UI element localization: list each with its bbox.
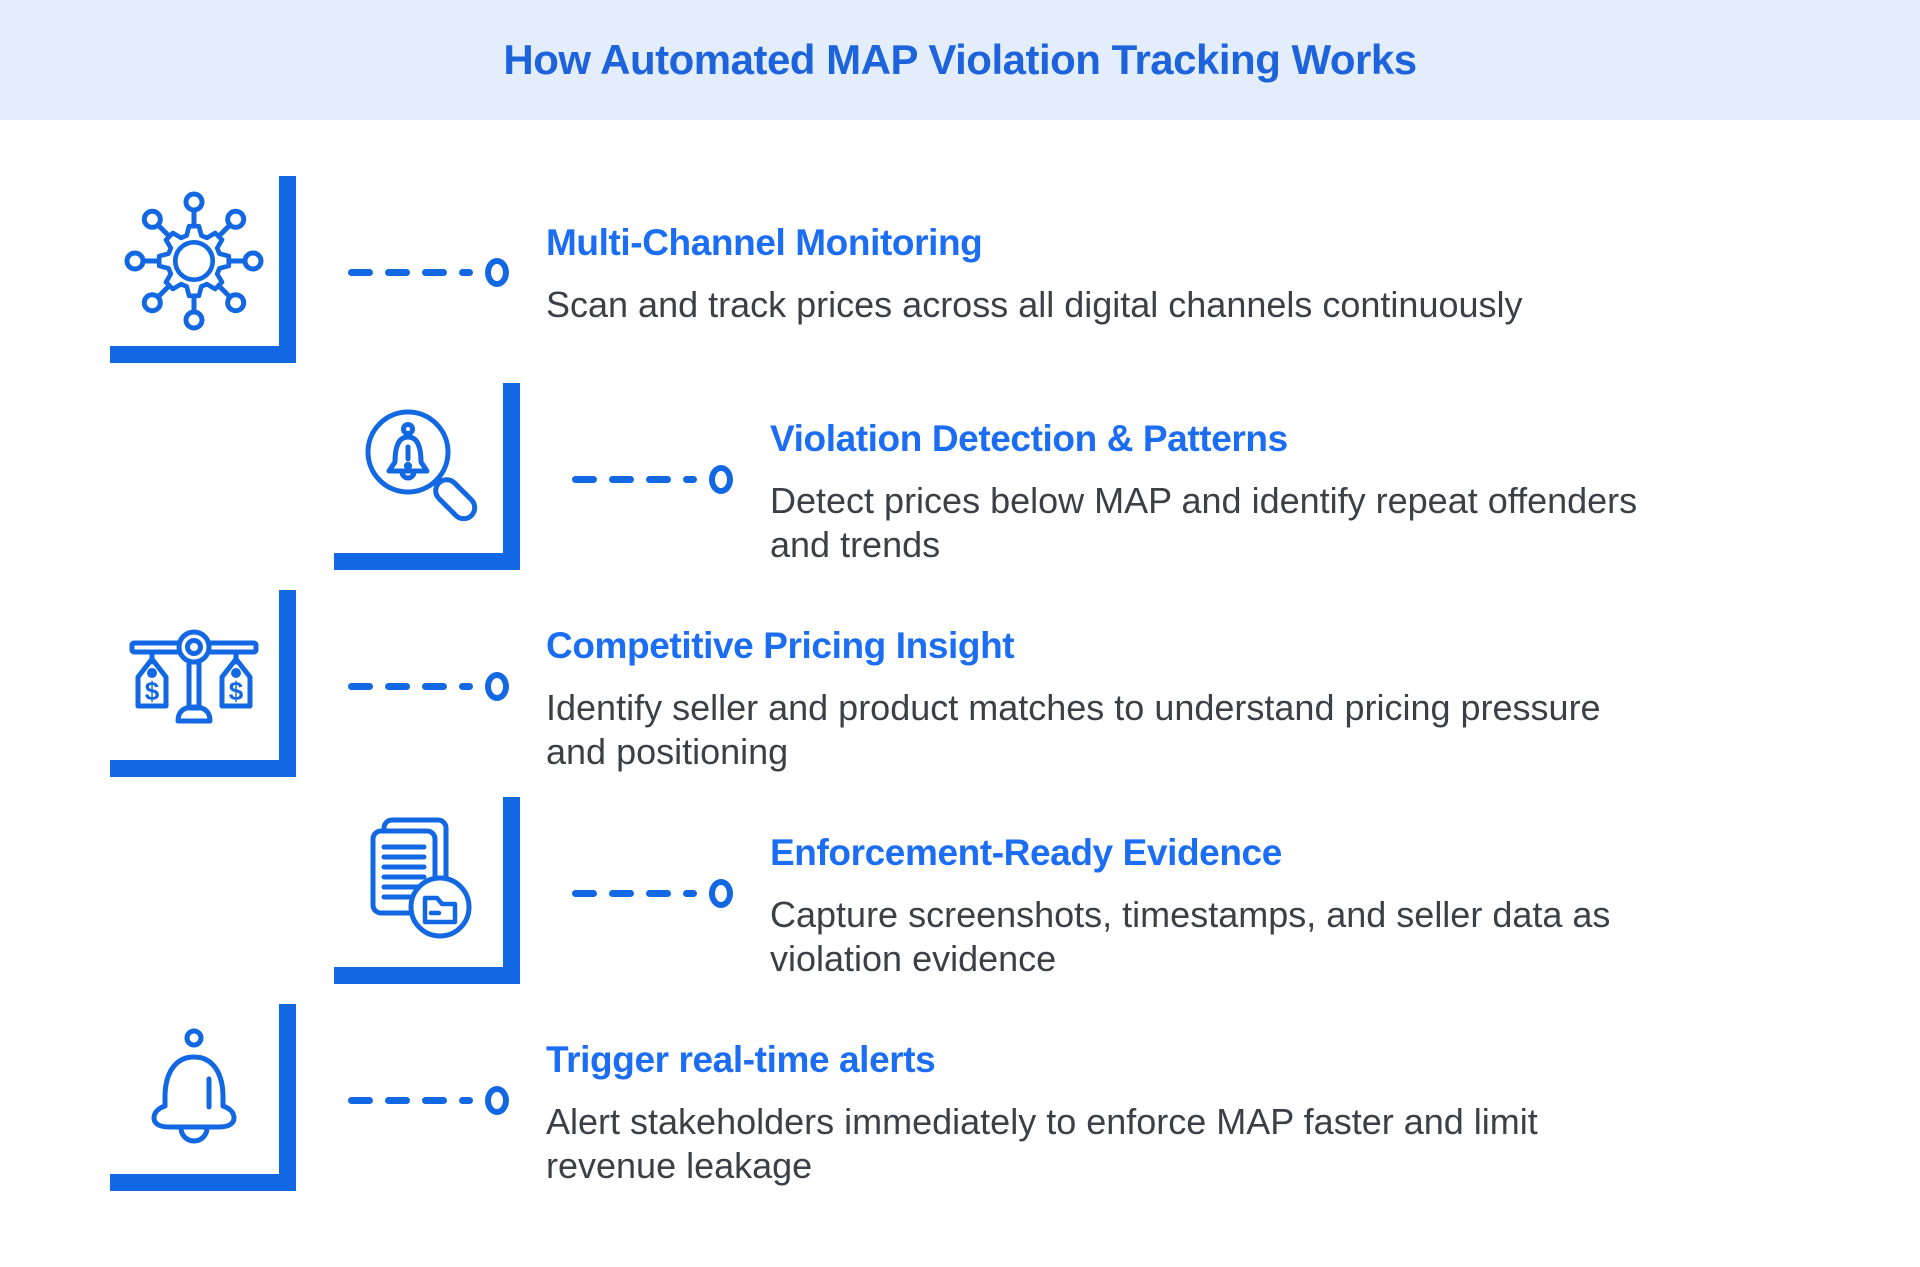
- connector-node: [485, 257, 509, 287]
- step-heading: Trigger real-time alerts: [546, 1039, 936, 1080]
- connector-dash: [683, 889, 697, 897]
- step-row-2: Violation Detection & Patterns Detect pr…: [0, 383, 1920, 573]
- page-title: How Automated MAP Violation Tracking Wor…: [503, 36, 1417, 83]
- connector-dash: [459, 268, 473, 276]
- step-text: Multi-Channel Monitoring Scan and track …: [546, 220, 1696, 327]
- bracket-vertical-bar: [503, 383, 520, 570]
- step-text: Competitive Pricing Insight Identify sel…: [546, 623, 1696, 774]
- bell-alert-icon: [124, 1019, 264, 1159]
- step-description: Capture screenshots, timestamps, and sel…: [770, 894, 1611, 979]
- bracket-bottom-bar: [334, 553, 520, 570]
- violation-magnifier-icon: [348, 398, 488, 538]
- connector-dash: [348, 268, 373, 276]
- connector-dash: [459, 1096, 473, 1104]
- connector-dash: [609, 475, 634, 483]
- svg-text:$: $: [145, 676, 160, 706]
- dashed-connector: [348, 1085, 509, 1115]
- connector-node: [485, 1085, 509, 1115]
- header-banner: How Automated MAP Violation Tracking Wor…: [0, 0, 1920, 120]
- connector-node: [709, 878, 733, 908]
- step-row-5: Trigger real-time alerts Alert stakehold…: [0, 1004, 1920, 1194]
- step-heading: Enforcement-Ready Evidence: [770, 832, 1282, 873]
- dashed-connector: [572, 878, 733, 908]
- bracket-vertical-bar: [279, 176, 296, 363]
- bracket-bottom-bar: [110, 1174, 296, 1191]
- bracket-bottom-bar: [110, 346, 296, 363]
- connector-dash: [385, 268, 410, 276]
- step-heading: Multi-Channel Monitoring: [546, 222, 983, 263]
- icon-frame: [110, 1004, 296, 1191]
- connector-dash: [422, 682, 447, 690]
- connector-dash: [683, 475, 697, 483]
- bracket-vertical-bar: [279, 590, 296, 777]
- connector-dash: [609, 889, 634, 897]
- network-hub-icon: [124, 191, 264, 331]
- svg-text:$: $: [229, 676, 244, 706]
- connector-node: [485, 671, 509, 701]
- connector-dash: [348, 682, 373, 690]
- step-heading: Competitive Pricing Insight: [546, 625, 1015, 666]
- icon-frame: [334, 797, 520, 984]
- step-text: Trigger real-time alerts Alert stakehold…: [546, 1037, 1696, 1188]
- connector-dash: [348, 1096, 373, 1104]
- bracket-vertical-bar: [503, 797, 520, 984]
- bracket-bottom-bar: [110, 760, 296, 777]
- step-text: Violation Detection & Patterns Detect pr…: [770, 416, 1920, 567]
- connector-dash: [646, 475, 671, 483]
- connector-dash: [459, 682, 473, 690]
- documents-folder-icon: [348, 812, 488, 952]
- step-row-3: $ $ Competitive Pricing Insight Identify…: [0, 590, 1920, 780]
- step-description: Detect prices below MAP and identify rep…: [770, 480, 1638, 565]
- connector-dash: [572, 475, 597, 483]
- bracket-vertical-bar: [279, 1004, 296, 1191]
- connector-dash: [422, 1096, 447, 1104]
- step-row-4: Enforcement-Ready Evidence Capture scree…: [0, 797, 1920, 987]
- icon-frame: $ $: [110, 590, 296, 777]
- balance-scale-icon: $ $: [124, 605, 264, 745]
- dashed-connector: [348, 257, 509, 287]
- connector-dash: [385, 682, 410, 690]
- step-description: Alert stakeholders immediately to enforc…: [546, 1101, 1538, 1186]
- step-description: Identify seller and product matches to u…: [546, 687, 1601, 772]
- connector-dash: [385, 1096, 410, 1104]
- step-row-1: Multi-Channel Monitoring Scan and track …: [0, 176, 1920, 366]
- dashed-connector: [572, 464, 733, 494]
- bracket-bottom-bar: [334, 967, 520, 984]
- connector-dash: [572, 889, 597, 897]
- connector-node: [709, 464, 733, 494]
- connector-dash: [646, 889, 671, 897]
- step-heading: Violation Detection & Patterns: [770, 418, 1288, 459]
- connector-dash: [422, 268, 447, 276]
- icon-frame: [334, 383, 520, 570]
- dashed-connector: [348, 671, 509, 701]
- icon-frame: [110, 176, 296, 363]
- step-text: Enforcement-Ready Evidence Capture scree…: [770, 830, 1920, 981]
- step-description: Scan and track prices across all digital…: [546, 284, 1523, 325]
